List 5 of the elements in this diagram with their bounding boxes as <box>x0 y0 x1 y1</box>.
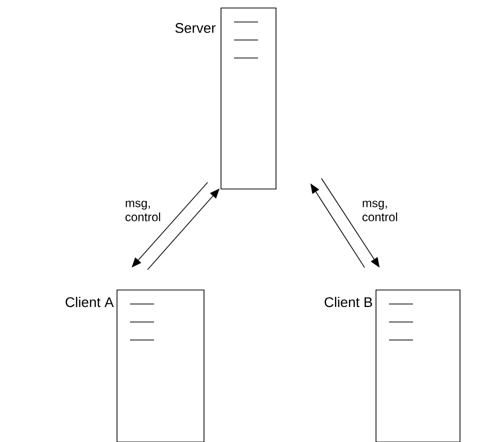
node-heading: Client A <box>66 296 114 308</box>
edge-label: msg, control <box>361 200 407 222</box>
node-heading: Server <box>175 23 216 33</box>
edge-label: msg, control <box>124 200 170 222</box>
node-heading: Client B <box>324 296 372 308</box>
